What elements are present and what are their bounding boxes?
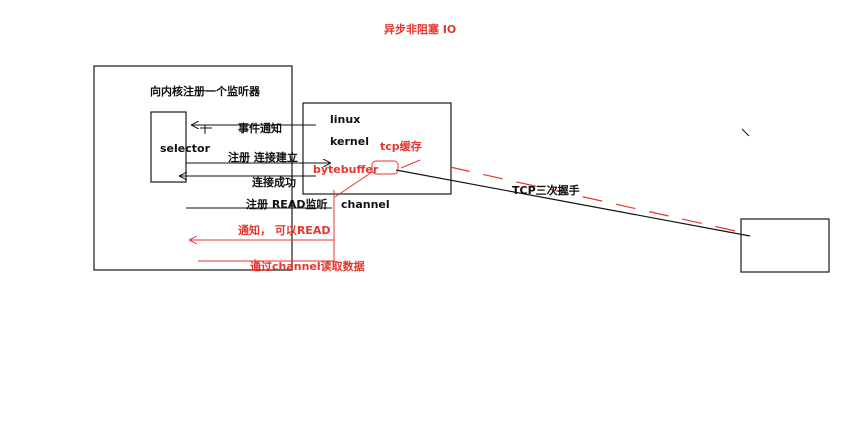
selector-box [150,111,187,183]
tcp-handshake-line [395,169,751,237]
kernel-label: kernel [330,135,369,148]
register-listener-label: 向内核注册一个监听器 [150,84,261,98]
diagram-title: 异步非阻塞 IO [384,22,456,36]
client-box [740,218,830,273]
event-notify-label: 事件通知 [238,121,282,135]
tcp-buffer-pointer [400,159,421,169]
selector-label: selector [160,142,211,155]
read-via-channel-label: 通过channel读取数据 [250,259,365,273]
application-box [93,65,293,271]
tcp-buffer-label: tcp缓存 [380,139,422,153]
kernel-box [302,102,452,195]
data-flow-dashed-line [449,166,741,233]
connect-success-label: 连接成功 [252,175,296,189]
linux-label: linux [330,113,360,126]
bytebuffer-label: bytebuffer [313,163,379,176]
register-connect-label: 注册 连接建立 [228,150,298,164]
stray-mark [741,128,750,137]
register-read-label: 注册 READ监听 [246,197,327,211]
notify-read-label: 通知， 可以READ [238,223,330,237]
tcp-handshake-label: TCP三次握手 [512,183,580,197]
buffer-to-bytebuffer-line [334,171,373,198]
tcp-buffer-marker [371,160,399,175]
channel-label: channel [341,198,390,211]
